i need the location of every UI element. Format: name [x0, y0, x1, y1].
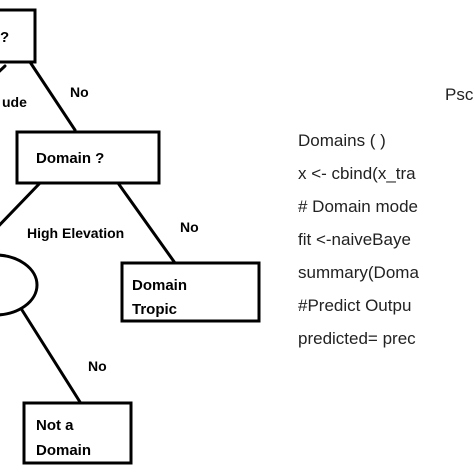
pseudocode-line: x <- cbind(x_tra: [298, 164, 416, 183]
edge-root-to-domain: [28, 60, 77, 132]
node-root-label: ?: [0, 29, 9, 46]
edge-label-root-right: No: [70, 84, 89, 100]
pseudocode-line: fit <-naiveBaye: [298, 230, 411, 249]
node-tropic-line1: Domain: [132, 277, 187, 294]
edge-label-root-left: ude: [2, 94, 27, 110]
pseudocode-line: # Domain mode: [298, 197, 418, 216]
node-not-domain-line1: Not a: [36, 417, 74, 434]
pseudocode-line: predicted= prec: [298, 329, 416, 348]
pseudocode-line: summary(Doma: [298, 263, 419, 282]
pseudocode-line: #Predict Outpu: [298, 296, 411, 315]
node-not-domain-box: [22, 401, 133, 465]
node-root-box: [0, 8, 37, 64]
edge-label-domain-left: High Elevation: [27, 225, 124, 241]
node-domain-box: [15, 130, 161, 185]
edge-ellipse-to-not-domain: [20, 308, 82, 404]
node-ellipse: [0, 253, 39, 317]
pseudocode-line: Domains ( ): [298, 131, 386, 150]
edge-label-lower-right: No: [88, 358, 107, 374]
edge-label-domain-right: No: [180, 219, 199, 235]
node-not-domain-line2: Domain: [36, 442, 91, 459]
pseudocode-heading: Psc: [445, 85, 474, 104]
node-domain-label: Domain ?: [36, 150, 104, 167]
edge-domain-to-tropic: [116, 181, 177, 265]
edge-domain-left: [0, 181, 42, 227]
edge-root-left: [0, 64, 7, 73]
pseudocode-lines: Domains ( ) x <- cbind(x_tra # Domain mo…: [298, 131, 419, 348]
node-tropic-box: [120, 261, 261, 323]
node-tropic-line2: Tropic: [132, 301, 177, 318]
